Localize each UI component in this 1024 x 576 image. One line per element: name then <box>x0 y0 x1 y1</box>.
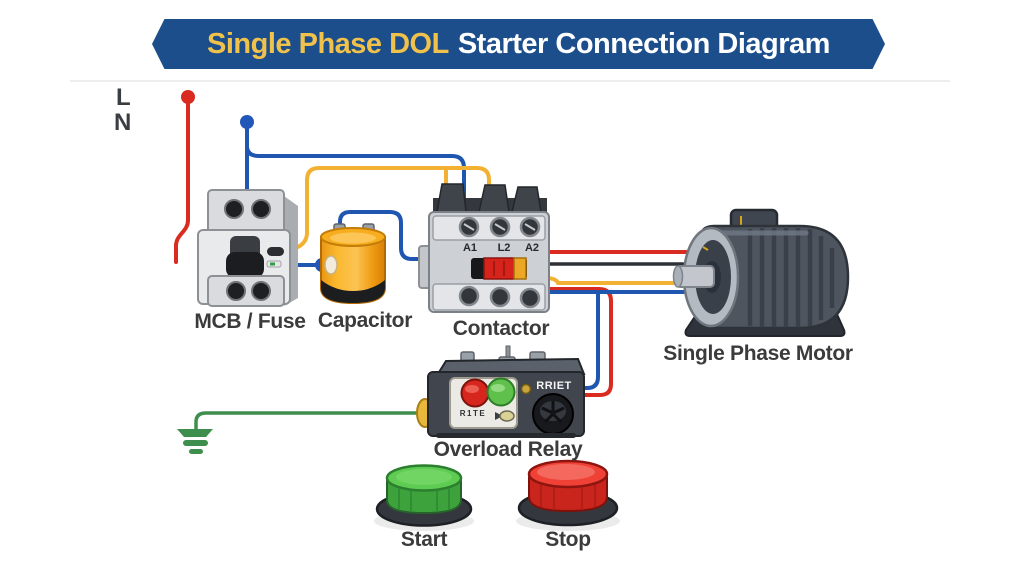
contactor-terminal-l2: L2 <box>497 242 511 254</box>
capacitor <box>320 223 386 305</box>
live-label: L <box>116 84 131 111</box>
neutral-label: N <box>114 109 132 136</box>
wire-neutral-to-contactor <box>245 144 466 202</box>
capacitor-label: Capacitor <box>317 309 413 332</box>
stop-button <box>516 459 620 531</box>
relay-green-button <box>486 377 516 407</box>
title-rest: Starter Connection Diagram <box>457 27 831 60</box>
contactor-label: Contactor <box>452 317 550 340</box>
wire-contactor-to-relay-blue <box>579 290 600 390</box>
contactor-terminal-a2: A2 <box>524 242 540 254</box>
overload-relay-label: Overload Relay <box>433 438 583 461</box>
relay-side-text: RRIET <box>536 380 572 392</box>
contactor-terminal-a1: A1 <box>462 242 478 254</box>
wire-contactor-to-relay-red <box>543 287 613 397</box>
wire-earth <box>194 411 430 431</box>
relay-panel-text: R1TE <box>459 409 487 418</box>
start-button <box>374 464 474 531</box>
wire-capacitor-to-contactor <box>338 210 430 261</box>
neutral-junction-dot <box>240 115 254 129</box>
title-highlight: Single Phase DOL <box>207 27 449 60</box>
title-banner: Single Phase DOL Starter Connection Diag… <box>152 19 885 69</box>
start-button-label: Start <box>400 528 448 551</box>
earth-symbol <box>177 429 213 454</box>
overload-relay <box>416 345 586 438</box>
mcb-label: MCB / Fuse <box>194 310 306 333</box>
wire-mcb-to-contactor-yellow <box>288 166 491 252</box>
stop-button-label: Stop <box>545 528 591 551</box>
contactor <box>418 183 550 313</box>
relay-red-button <box>460 378 490 408</box>
live-junction-dot <box>181 90 195 104</box>
mcb-breaker <box>197 189 298 307</box>
motor <box>672 208 850 337</box>
wires-group <box>138 95 700 431</box>
motor-label: Single Phase Motor <box>663 342 853 365</box>
wire-live-to-mcb <box>174 95 190 264</box>
